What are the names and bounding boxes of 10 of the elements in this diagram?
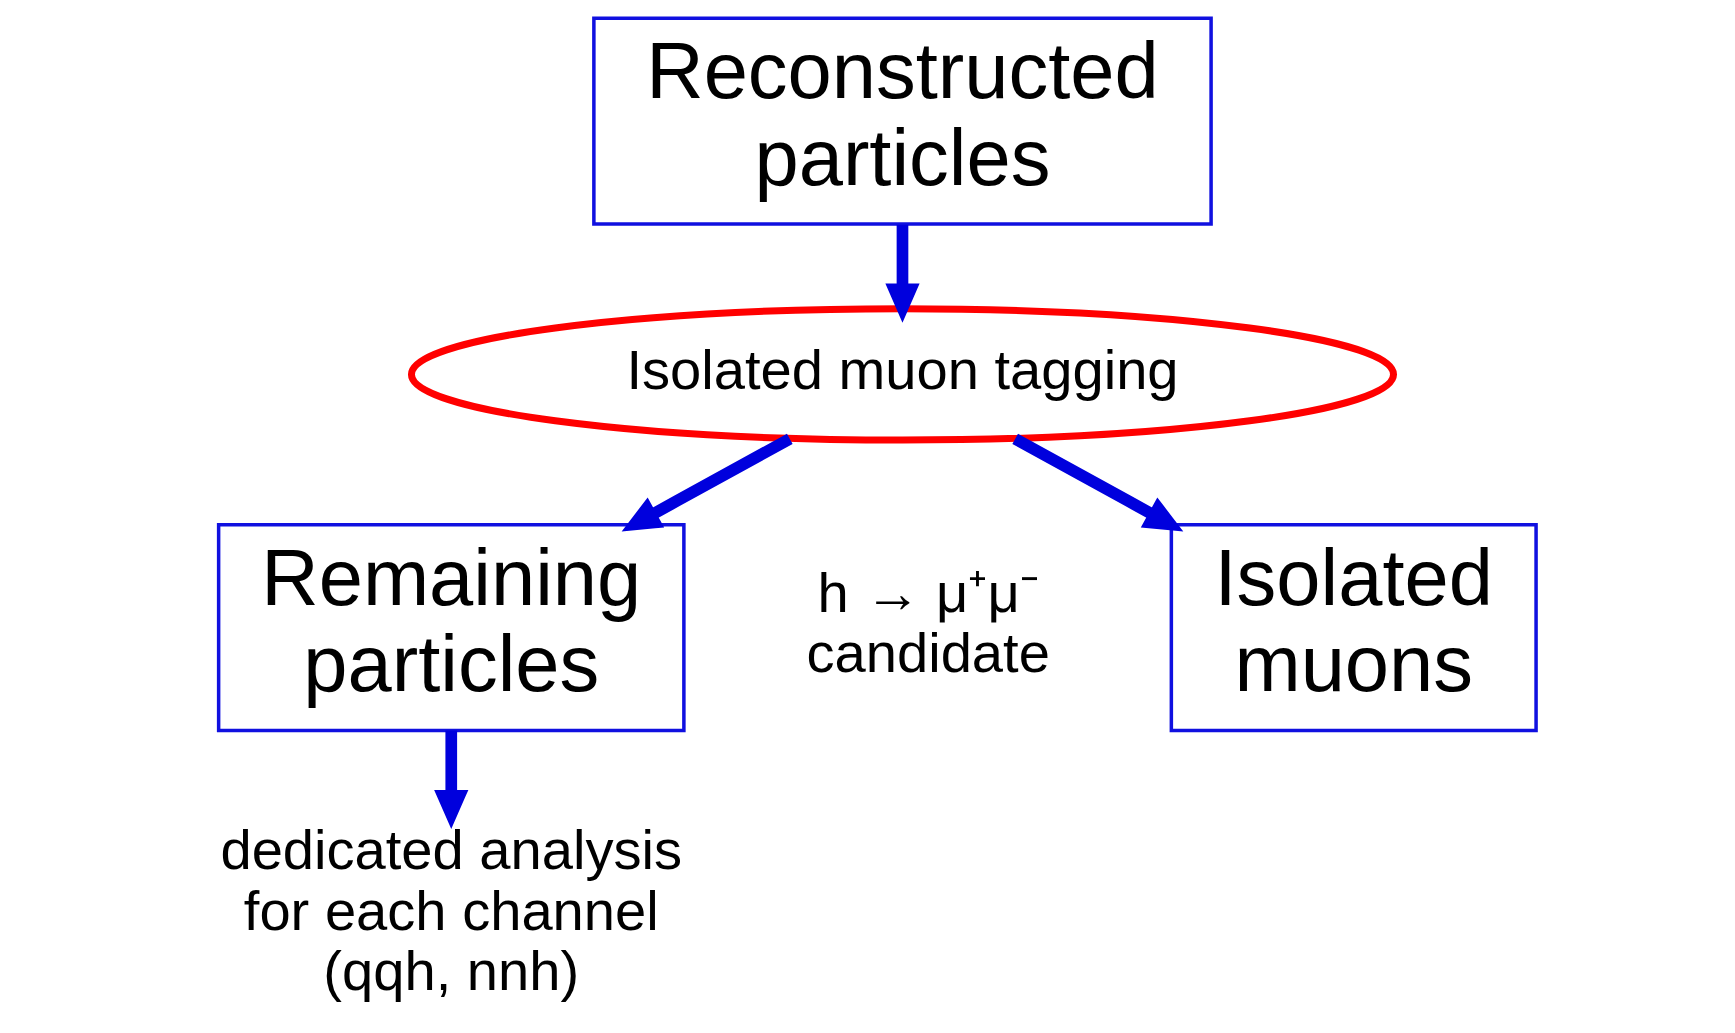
node-label: h → μ⁺μ⁻ candidate: [806, 560, 1050, 684]
arrow: [1011, 433, 1183, 531]
arrow: [433, 729, 468, 829]
arrow: [884, 224, 920, 323]
node-text: dedicated analysis for each channel (qqh, nnh): [219, 817, 682, 1002]
arrow: [621, 433, 793, 531]
node-box: Remaining particles: [216, 522, 686, 732]
node-box: Reconstructed particles: [591, 16, 1213, 226]
node-ellipse: Isolated muon tagging: [407, 304, 1397, 444]
node-box: Isolated muons: [1169, 522, 1538, 732]
